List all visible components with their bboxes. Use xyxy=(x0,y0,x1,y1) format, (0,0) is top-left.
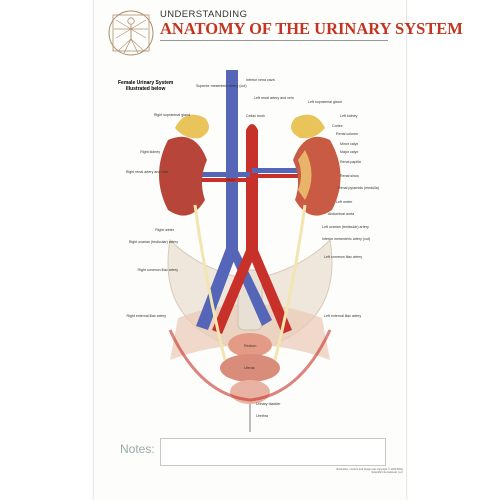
label-celiac-trunk: Celiac trunk xyxy=(246,114,265,118)
label-renal-papilla: Renal papilla xyxy=(340,160,361,164)
label-uterus: Uterus xyxy=(244,366,255,370)
label-renal-column: Renal column xyxy=(336,132,358,136)
poster-title: ANATOMY OF THE URINARY SYSTEM xyxy=(160,19,463,38)
label-hilum: Hilum xyxy=(226,178,236,182)
copyright-text: Illustration, content and design are cop… xyxy=(336,468,403,474)
label-urethra: Urethra xyxy=(256,414,268,418)
label-minor-calyx: Minor calyx xyxy=(340,142,359,146)
label-left-renal-artery-vein: Left renal artery and vein xyxy=(254,96,294,100)
label-left-kidney: Left kidney xyxy=(340,114,358,118)
label-right-kidney: Right kidney xyxy=(140,150,160,154)
label-rectum: Rectum xyxy=(244,344,257,348)
label-right-renal-artery-vein: Right renal artery and vein xyxy=(125,170,168,174)
label-right-suprarenal-gland: Right suprarenal gland xyxy=(153,113,190,117)
label-abdominal-aorta: Abdominal aorta xyxy=(328,212,355,216)
label-left-ureter: Left ureter xyxy=(336,200,353,204)
label-right-external-iliac-artery: Right external iliac artery xyxy=(126,314,166,318)
label-cortex: Cortex xyxy=(332,124,343,128)
label-right-ureter: Right ureter xyxy=(155,228,174,232)
label-right-ovarian-artery: Right ovarian (testicular) artery xyxy=(128,240,178,244)
label-left-common-iliac-artery: Left common iliac artery xyxy=(324,255,363,259)
label-left-external-iliac-artery: Left external iliac artery xyxy=(324,314,362,318)
notes-box[interactable] xyxy=(160,438,386,466)
label-left-ovarian-artery: Left ovarian (testicular) artery xyxy=(322,225,369,229)
label-inferior-mesenteric-artery: Inferior mesenteric artery (cut) xyxy=(322,237,371,241)
title-divider xyxy=(160,40,388,41)
vitruvian-man-logo xyxy=(108,10,154,56)
label-urinary-bladder: Urinary bladder xyxy=(256,402,281,406)
illustration-note: Female Urinary System Illustrated below xyxy=(118,80,174,92)
label-inferior-vena-cava: Inferior vena cava xyxy=(246,78,275,82)
label-major-calyx: Major calyx xyxy=(340,150,359,154)
label-renal-pyramids: Renal pyramids (medulla) xyxy=(338,186,379,190)
poster-subtitle: UNDERSTANDING xyxy=(160,9,248,20)
label-right-common-iliac-artery: Right common iliac artery xyxy=(137,268,178,272)
label-renal-sinus: Renal sinus xyxy=(340,174,359,178)
label-left-suprarenal-gland: Left suprarenal gland xyxy=(308,100,342,104)
label-superior-mesenteric-artery: Superior mesenteric artery (cut) xyxy=(196,84,247,88)
notes-label: Notes: xyxy=(120,442,155,456)
